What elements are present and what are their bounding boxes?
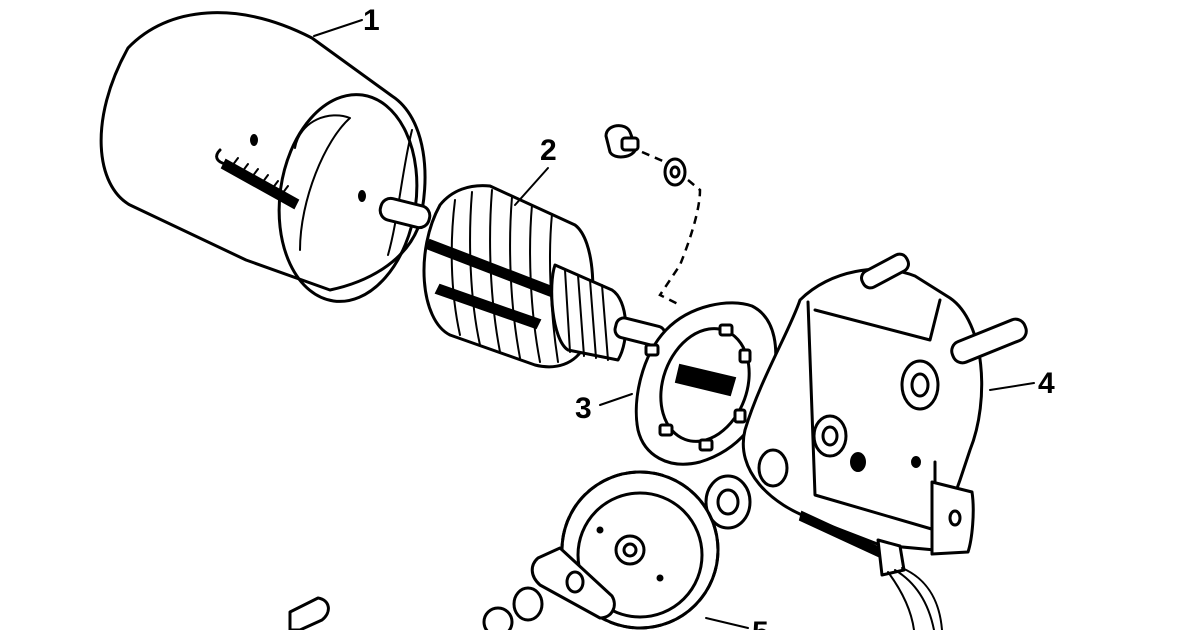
shift-lever — [288, 546, 616, 630]
washer — [704, 474, 752, 530]
callout-4: 4 — [1038, 367, 1055, 400]
part-3-brush-plate — [634, 301, 778, 466]
callout-5: 5 — [752, 616, 769, 630]
leader-lines — [313, 19, 1035, 629]
callout-1: 1 — [363, 4, 380, 37]
callout-3: 3 — [575, 392, 592, 425]
part-1-motor-housing — [99, 11, 427, 303]
part-4-end-frame — [741, 252, 1028, 630]
part-2-armature — [378, 184, 667, 369]
callout-2: 2 — [540, 134, 557, 167]
screw-and-washer — [604, 124, 702, 307]
